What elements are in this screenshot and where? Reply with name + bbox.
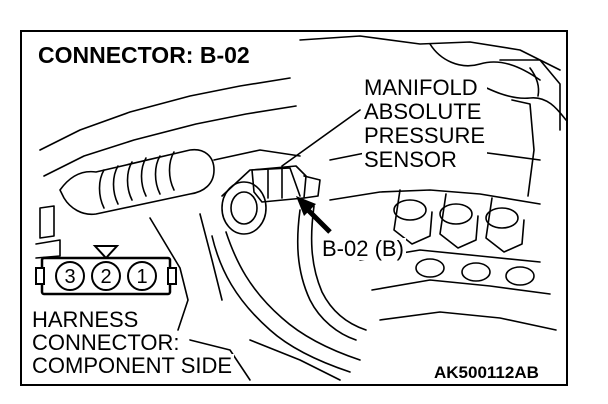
sensor-connector [303, 175, 321, 199]
hose-rib [112, 165, 119, 205]
connector-pin [127, 261, 157, 291]
pin-number: 1 [136, 266, 147, 288]
connector-pin [91, 261, 121, 291]
connector-latch [167, 267, 177, 285]
connector-latch [35, 267, 45, 285]
throttle-bore [230, 191, 258, 225]
runner-port [485, 207, 519, 229]
engine-outline-line [485, 197, 525, 253]
engine-outline-line [43, 105, 297, 177]
engine-outline-line [39, 77, 291, 151]
component-label-line: PRESSURE [362, 123, 488, 148]
engine-outline-line [429, 43, 541, 81]
engine-outline-line [511, 99, 535, 197]
harness-label-line: COMPONENT SIDE [30, 353, 235, 378]
connector-pin [55, 261, 85, 291]
vacuum-hose [310, 205, 367, 331]
runner-port [461, 262, 491, 282]
harness-label-line: CONNECTOR: [30, 330, 182, 355]
engine-outline-line [213, 149, 301, 161]
runner-port [393, 199, 427, 221]
connector-title: CONNECTOR: B-02 [34, 42, 254, 69]
sensor-leader-line [281, 109, 361, 167]
connector-pointer-label: B-02 (B) [320, 236, 406, 261]
engine-outline-line [329, 189, 541, 205]
engine-outline-line [249, 339, 341, 381]
figure-code: AK500112AB [432, 363, 541, 382]
ribbed-hose [59, 148, 215, 216]
hose-rib [126, 161, 133, 201]
engine-outline-line [439, 193, 479, 249]
engine-outline-line [371, 279, 551, 295]
engine-outline-line [39, 205, 55, 239]
engine-outline-line [149, 217, 189, 331]
vacuum-hose [296, 209, 357, 341]
harness-label-line: HARNESS [30, 307, 141, 332]
hose-rib [98, 169, 105, 209]
engine-outline-line [35, 239, 61, 259]
engine-outline-line [379, 311, 557, 331]
component-label-line: ABSOLUTE [362, 100, 488, 124]
hose-rib [154, 155, 161, 195]
engine-outline-line [393, 189, 433, 245]
hose-rib [140, 157, 147, 197]
runner-port [415, 258, 445, 278]
engine-outline-line [529, 67, 540, 97]
engine-outline-line [499, 59, 561, 131]
harness-connector: 3 2 1 [35, 245, 177, 296]
vacuum-hose [225, 231, 361, 361]
engine-outline-line [199, 213, 223, 301]
diagram-frame [20, 30, 568, 386]
connector-key-mark [92, 245, 120, 260]
hose-rib [168, 151, 175, 191]
pointer-arrow [296, 196, 332, 234]
runner-port [505, 266, 535, 286]
pin-number: 3 [64, 266, 75, 288]
component-label-line: SENSOR [362, 148, 488, 172]
runner-port [439, 203, 473, 225]
pin-number: 2 [100, 266, 111, 288]
throttle-body [221, 181, 267, 235]
harness-label: HARNESS CONNECTOR: COMPONENT SIDE [30, 307, 235, 378]
component-label: MANIFOLD ABSOLUTE PRESSURE SENSOR [362, 76, 488, 172]
engine-outline-line [189, 339, 251, 381]
pressure-sensor [251, 165, 307, 203]
engine-outline-line [299, 35, 561, 71]
component-label-line: MANIFOLD [362, 76, 488, 100]
vacuum-hose [211, 235, 351, 373]
